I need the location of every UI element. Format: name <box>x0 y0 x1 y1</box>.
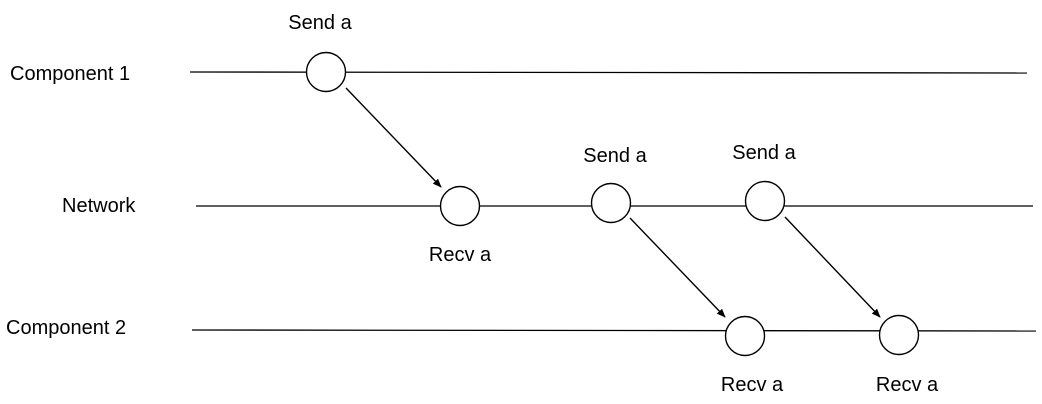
event-label-c1-send: Send a <box>288 12 352 34</box>
event-node-net-send-2 <box>744 180 786 222</box>
event-label-net-recv: Recv a <box>429 244 492 266</box>
event-label-c2-recv-2: Recv a <box>876 374 939 396</box>
lane-label-network: Network <box>62 195 136 217</box>
message-arrow-network-to-c2-first <box>629 217 726 318</box>
event-node-c2-recv-1 <box>724 315 766 357</box>
event-label-c2-recv-1: Recv a <box>721 374 784 396</box>
event-node-c2-recv-2 <box>878 314 920 356</box>
event-node-net-recv <box>439 185 481 227</box>
lane-label-component1: Component 1 <box>10 63 130 85</box>
event-node-net-send-1 <box>590 182 632 224</box>
event-label-net-send-2: Send a <box>732 142 796 164</box>
event-label-net-send-1: Send a <box>583 145 647 167</box>
event-node-c1-send <box>305 51 347 93</box>
message-arrow-network-to-c2-second <box>784 216 881 318</box>
message-arrow-c1-to-network <box>345 87 442 188</box>
lane-label-component2: Component 2 <box>6 317 126 339</box>
